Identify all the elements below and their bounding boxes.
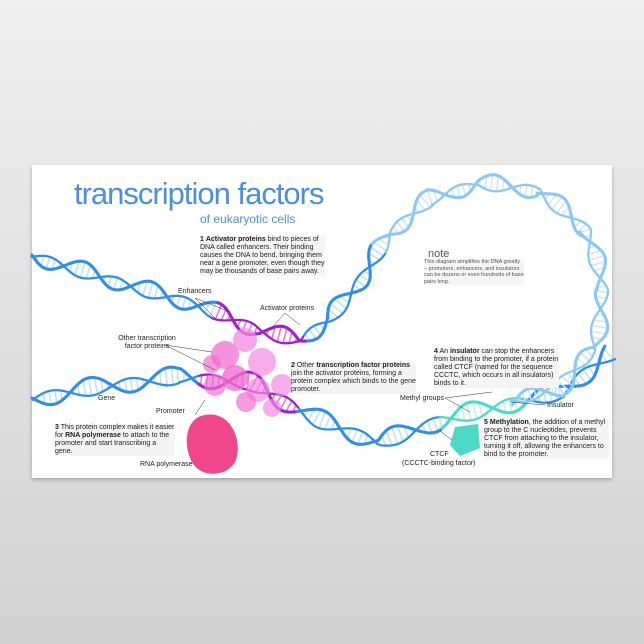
step-4-text: 4 An insulator can stop the enhancers fr… [434,348,559,388]
note-heading: note [428,248,450,260]
page-subtitle: of eukaryotic cells [200,212,296,226]
step-1-text: 1 Activator proteins bind to pieces of D… [200,236,325,276]
label-rna-polymerase: RNA polymerase [140,461,193,468]
step-3-text: 3 This protein complex makes it easier f… [55,424,175,456]
ctcf-blob [450,424,480,456]
label-ctcf-full: (CCCTC-binding factor) [402,460,476,467]
step-5-text: 5 Methylation, the addition of a methyl … [484,419,609,459]
label-insulator: Insulator [547,402,574,409]
label-activator-proteins: Activator proteins [260,305,315,312]
dna-lower-strand [30,344,617,447]
label-promoter: Promoter [156,408,185,415]
label-other-tf: Other transcription factor proteins [118,335,176,350]
label-enhancers: Enhancers [178,288,212,295]
transcription-factor-proteins [203,328,293,417]
label-methyl-groups: Methyl groups [400,395,444,402]
rna-polymerase-blob [186,414,238,474]
step-2-text: 2 Other transcription factor proteins jo… [291,362,416,394]
note-text: This diagram simplifies the DNA greatly … [424,259,524,285]
page-title: transcription factors [74,176,324,211]
label-gene: Gene [98,395,116,402]
label-ctcf: CTCF [430,451,449,458]
dna-upper-strand [30,173,610,407]
